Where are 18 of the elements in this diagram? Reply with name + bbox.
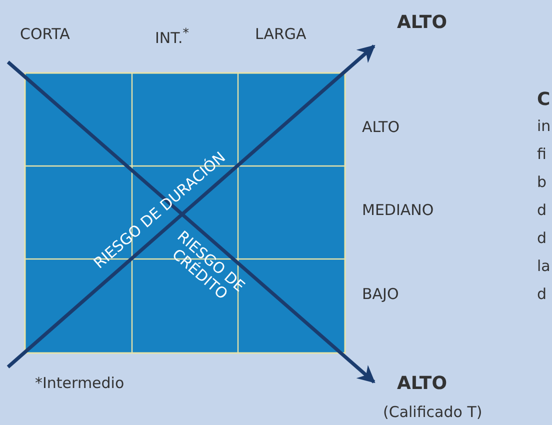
column-label: LARGA <box>255 27 306 42</box>
row-label: ALTO <box>362 120 400 135</box>
text-fragment: d <box>537 287 547 302</box>
text-fragment: d <box>537 203 547 218</box>
text-fragment: la <box>537 259 550 274</box>
text-fragment: in <box>537 119 551 134</box>
axis-note: (Calificado T) <box>383 405 482 420</box>
row-label: BAJO <box>362 287 399 302</box>
text-fragment: d <box>537 231 547 246</box>
text-fragment: C <box>537 91 550 109</box>
axis-end-label: ALTO <box>397 375 448 393</box>
text-fragment: fi <box>537 147 546 162</box>
footnote: *Intermedio <box>35 376 124 391</box>
column-label: INT.$^{*}$ <box>155 27 190 46</box>
axis-end-label: ALTO <box>397 14 448 32</box>
row-label: MEDIANO <box>362 203 434 218</box>
text-fragment: b <box>537 175 547 190</box>
column-label: CORTA <box>20 27 70 42</box>
